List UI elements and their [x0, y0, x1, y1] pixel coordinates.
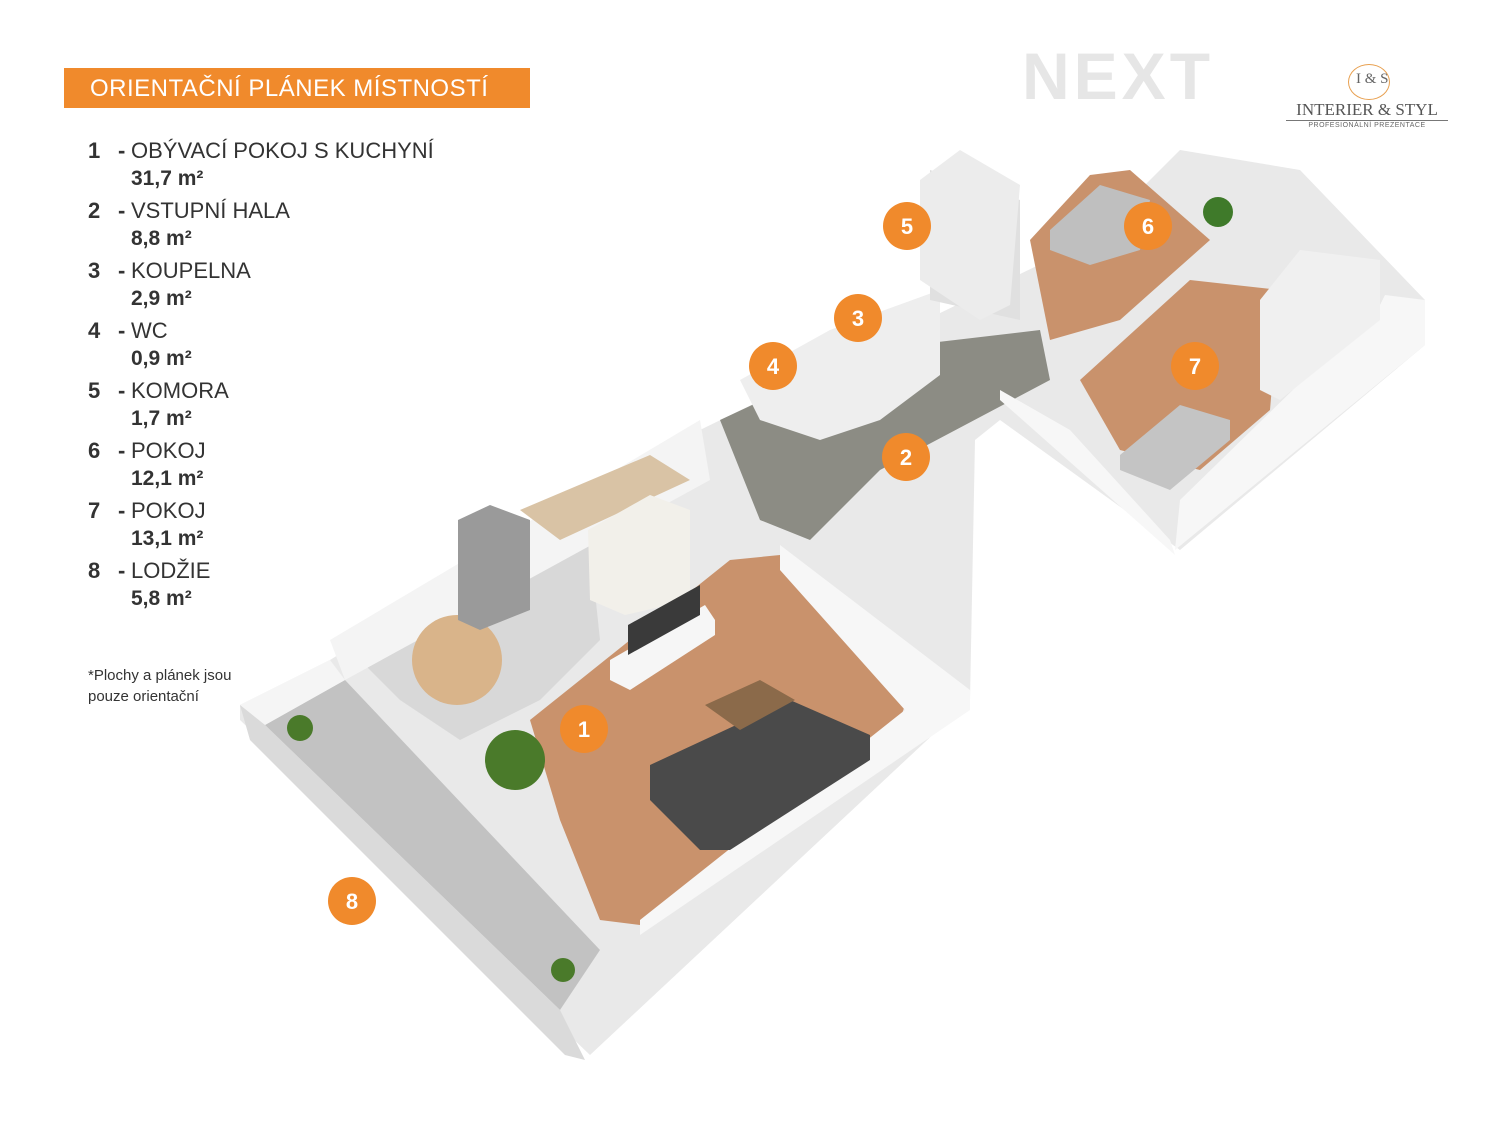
legend-room-name: VSTUPNÍ HALA — [131, 198, 290, 223]
legend-item: 7 - POKOJ 13,1 m² — [88, 498, 206, 550]
room-marker-1: 1 — [560, 705, 608, 753]
bed-room-7 — [1120, 405, 1230, 490]
room-marker-5: 5 — [883, 202, 931, 250]
kitchen-island — [588, 495, 690, 615]
legend-room-area: 0,9 m² — [131, 347, 192, 370]
legend-room-name: OBÝVACÍ POKOJ S KUCHYNÍ — [131, 138, 434, 163]
legend-item: 1 - OBÝVACÍ POKOJ S KUCHYNÍ 31,7 m² — [88, 138, 434, 190]
room-marker-3: 3 — [834, 294, 882, 342]
legend-item: 8 - LODŽIE 5,8 m² — [88, 558, 211, 610]
room-legend: 1 - OBÝVACÍ POKOJ S KUCHYNÍ 31,7 m² 2 - … — [88, 136, 488, 616]
legend-room-area: 1,7 m² — [131, 407, 192, 430]
brand-emblem-icon — [1348, 64, 1390, 100]
legend-item: 3 - KOUPELNA 2,9 m² — [88, 258, 251, 310]
room-7-front-wall — [1000, 390, 1175, 555]
loggia-rail — [240, 705, 585, 1060]
legend-number: 5 — [88, 378, 101, 403]
legend-room-area: 12,1 m² — [131, 467, 204, 490]
legend-room-area: 2,9 m² — [131, 287, 192, 310]
svg-text:2: 2 — [900, 445, 912, 470]
legend-room-name: WC — [131, 318, 168, 343]
fridge — [458, 505, 530, 630]
room-marker-6: 6 — [1124, 202, 1172, 250]
page-title: ORIENTAČNÍ PLÁNEK MÍSTNOSTÍ — [90, 75, 489, 102]
plant — [287, 715, 313, 741]
room-marker-2: 2 — [882, 433, 930, 481]
plant — [485, 730, 545, 790]
legend-item: 5 - KOMORA 1,7 m² — [88, 378, 229, 430]
room-marker-4: 4 — [749, 342, 797, 390]
svg-text:3: 3 — [852, 306, 864, 331]
brand-monogram: I & S — [1356, 71, 1389, 87]
legend-room-name: LODŽIE — [131, 558, 211, 583]
brand-name: INTERIER & STYL — [1286, 100, 1448, 121]
legend-number: 7 — [88, 498, 101, 523]
plant — [1203, 197, 1233, 227]
title-bar: ORIENTAČNÍ PLÁNEK MÍSTNOSTÍ — [64, 68, 530, 108]
wardrobe-room-7 — [1260, 250, 1380, 400]
room-marker-8: 8 — [328, 877, 376, 925]
legend-number: 6 — [88, 438, 101, 463]
svg-text:7: 7 — [1189, 354, 1201, 379]
disclaimer-note: *Plochy a plánek jsou pouze orientační — [88, 667, 232, 705]
loggia-floor — [265, 680, 600, 1010]
legend-number: 3 — [88, 258, 101, 283]
loggia-wall — [240, 660, 345, 725]
svg-text:1: 1 — [578, 717, 590, 742]
legend-room-name: POKOJ — [131, 498, 206, 523]
brand-logo: I & S INTERIER & STYL PROFESIONÁLNÍ PREZ… — [1286, 64, 1448, 134]
room-7-right-wall — [1175, 295, 1425, 550]
legend-item: 4 - WC 0,9 m² — [88, 318, 192, 370]
coffee-table — [705, 680, 795, 730]
tv-unit — [610, 605, 715, 690]
legend-item: 6 - POKOJ 12,1 m² — [88, 438, 206, 490]
svg-text:8: 8 — [346, 889, 358, 914]
svg-text:5: 5 — [901, 214, 913, 239]
legend-number: 4 — [88, 318, 101, 343]
next-logo: NEXT — [1022, 39, 1215, 113]
legend-room-area: 5,8 m² — [131, 587, 192, 610]
plant — [551, 958, 575, 982]
legend-item: 2 - VSTUPNÍ HALA 8,8 m² — [88, 198, 290, 250]
legend-number: 1 — [88, 138, 101, 163]
sofa — [650, 700, 870, 850]
dining-table — [412, 615, 502, 705]
room-marker-7: 7 — [1171, 342, 1219, 390]
legend-room-name: POKOJ — [131, 438, 206, 463]
legend-room-area: 8,8 m² — [131, 227, 192, 250]
wardrobe-room-5 — [920, 150, 1020, 320]
legend-number: 8 — [88, 558, 101, 583]
kitchen-counter — [520, 455, 690, 540]
legend-number: 2 — [88, 198, 101, 223]
legend-room-area: 31,7 m² — [131, 167, 204, 190]
legend-room-name: KOUPELNA — [131, 258, 251, 283]
tv — [628, 585, 700, 655]
bed-room-6 — [1050, 185, 1150, 265]
legend-room-name: KOMORA — [131, 378, 229, 403]
living-right-wall — [640, 545, 970, 935]
brand-tagline: PROFESIONÁLNÍ PREZENTACE — [1308, 122, 1426, 129]
bathroom-area — [740, 290, 940, 440]
svg-text:4: 4 — [767, 354, 780, 379]
svg-text:6: 6 — [1142, 214, 1154, 239]
legend-room-area: 13,1 m² — [131, 527, 204, 550]
